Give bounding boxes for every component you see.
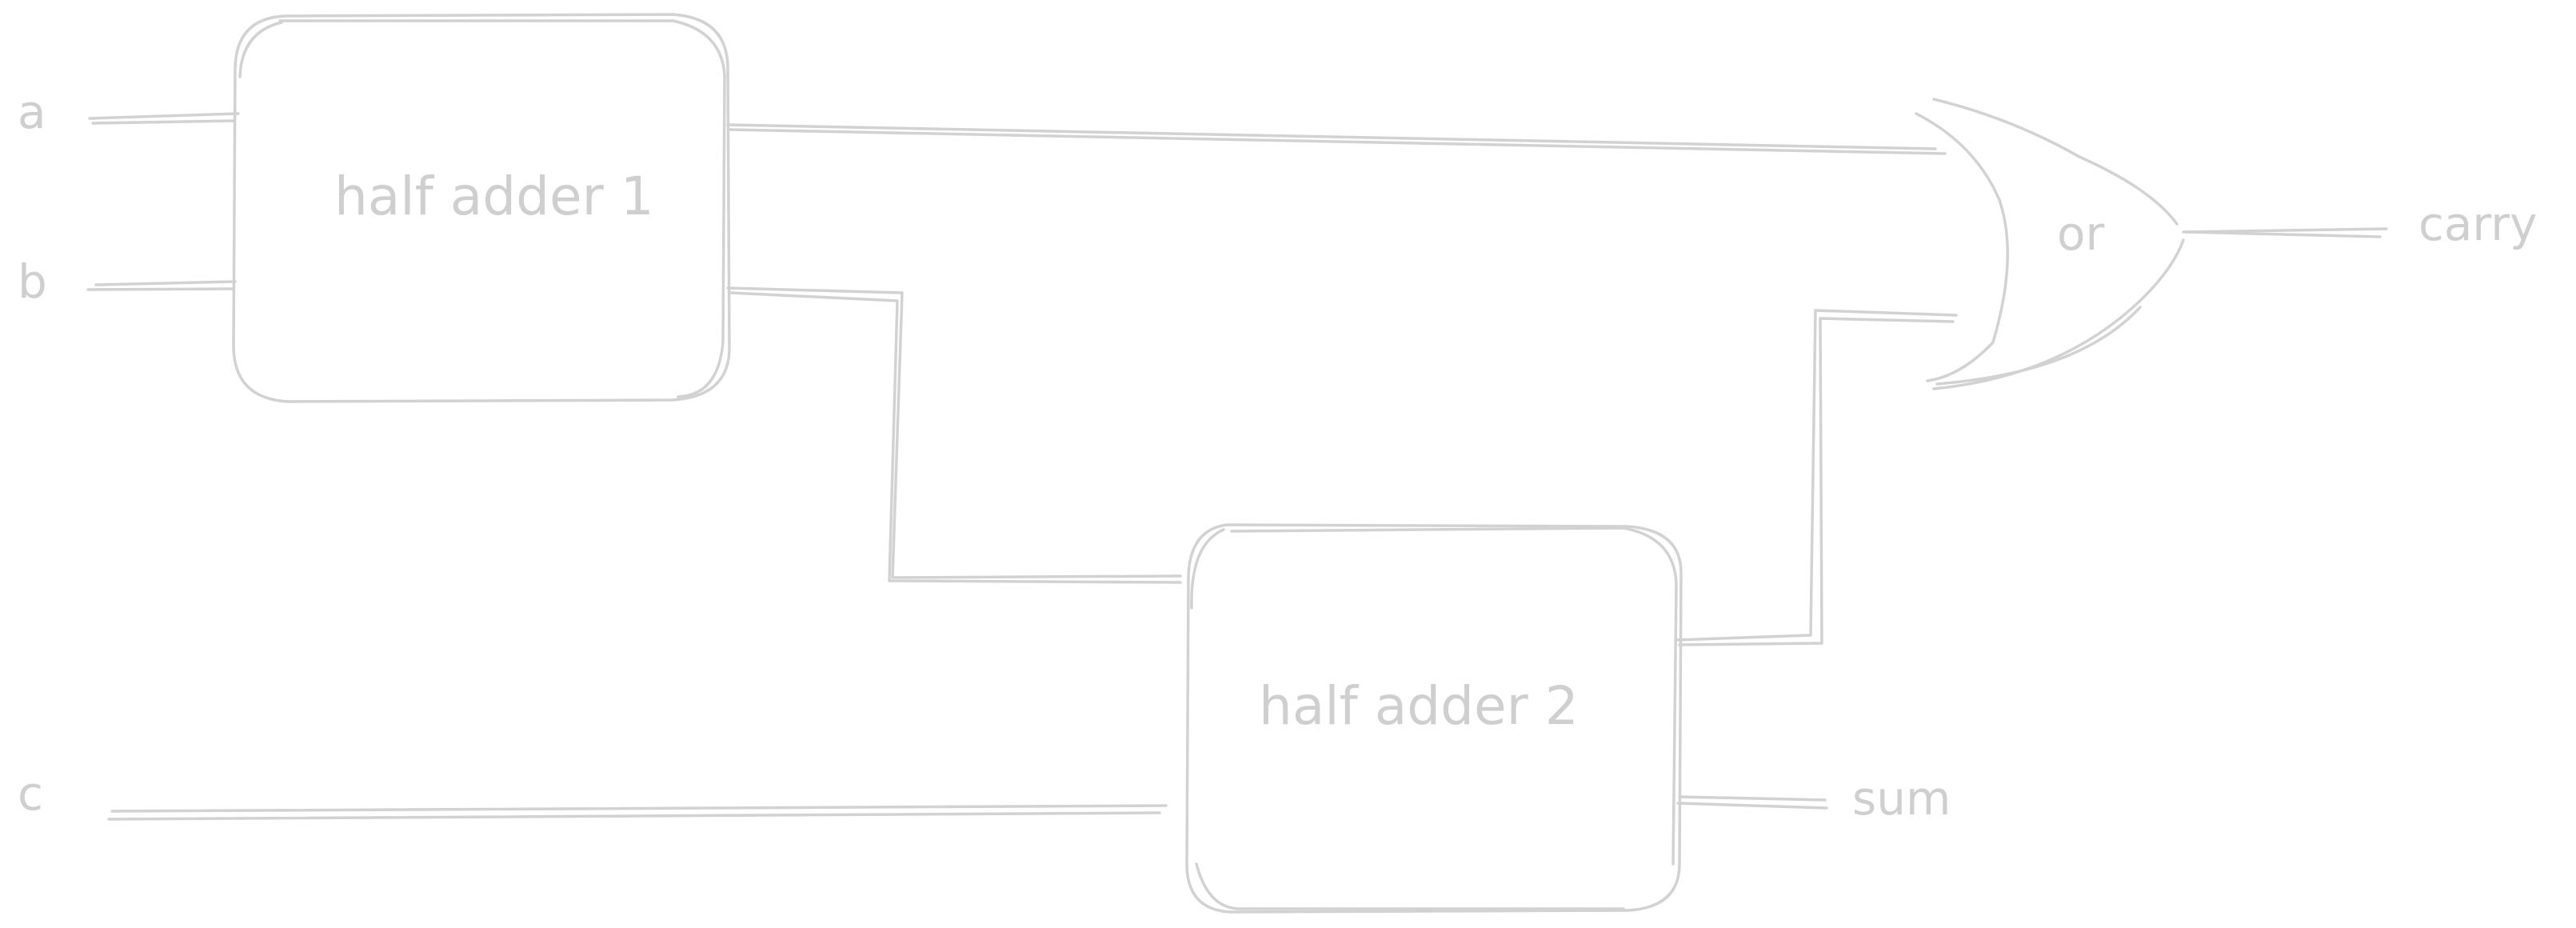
wire-ha1-carry-to-or xyxy=(726,123,1947,155)
output-carry-label: carry xyxy=(2418,197,2537,251)
input-b-label: b xyxy=(18,254,47,309)
or-gate xyxy=(1915,98,2185,390)
half-adder-1-label: half adder 1 xyxy=(334,166,654,227)
wire-c xyxy=(107,804,1168,821)
half-adder-1-block xyxy=(232,13,731,403)
wire-ha2-carry-to-or xyxy=(1675,309,1958,646)
half-adder-2-label: half adder 2 xyxy=(1259,675,1579,737)
or-gate-label: or xyxy=(2057,206,2104,261)
wire-ha1-sum-to-ha2 xyxy=(726,286,1182,584)
input-a-label: a xyxy=(18,85,46,139)
half-adder-2-block xyxy=(1185,523,1683,914)
wire-a xyxy=(88,112,240,125)
wire-carry xyxy=(2182,227,2388,238)
output-sum-label: sum xyxy=(1852,771,1951,826)
wire-sum xyxy=(1676,795,1828,810)
input-c-label: c xyxy=(18,766,43,821)
wire-b xyxy=(86,280,237,291)
